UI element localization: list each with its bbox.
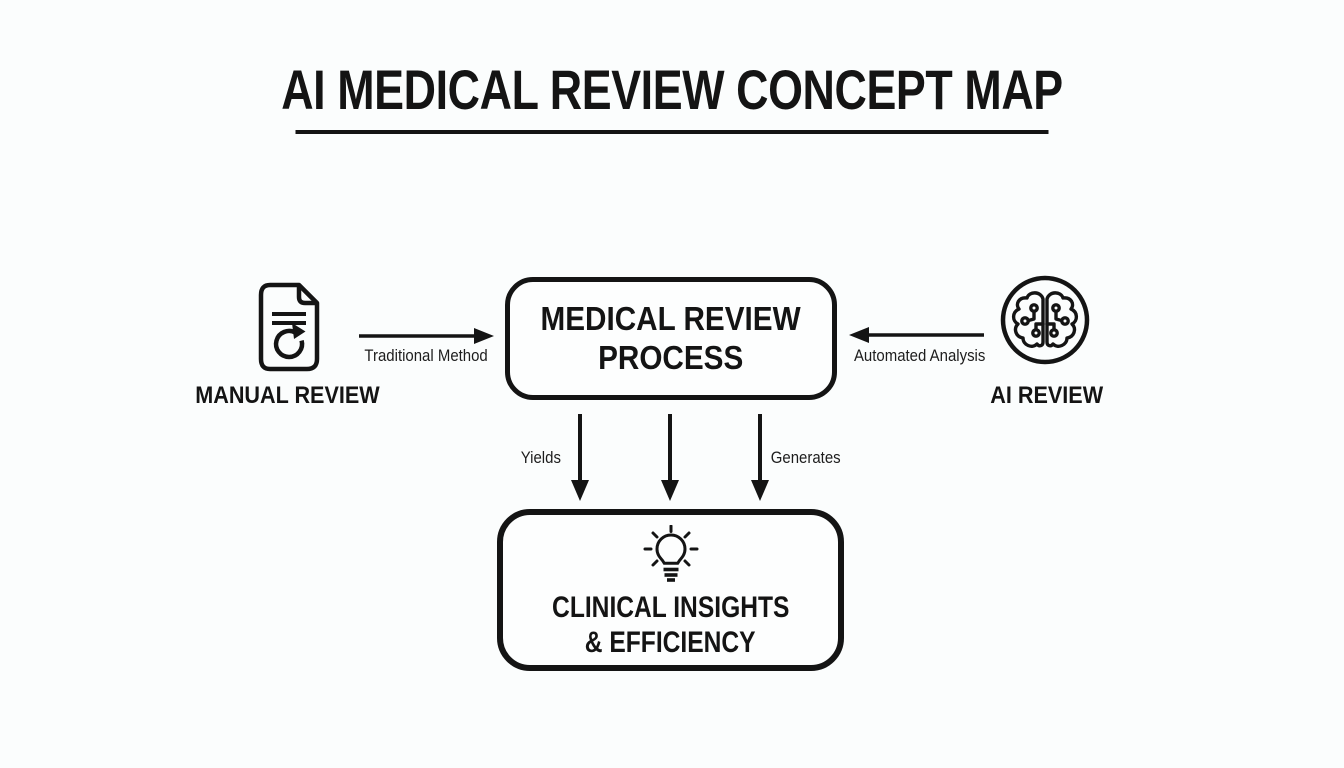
down-arrow-right (751, 414, 769, 501)
page-header: AI MEDICAL REVIEW CONCEPT MAP (0, 62, 1344, 118)
process-label-line2: PROCESS (598, 338, 744, 376)
generates-label: Generates (771, 448, 841, 467)
down-arrow-left (571, 414, 589, 501)
automated-analysis-arrow (849, 327, 984, 343)
automated-analysis-label: Automated Analysis (854, 346, 986, 365)
page-title: AI MEDICAL REVIEW CONCEPT MAP (281, 58, 1063, 121)
process-label-line1: MEDICAL REVIEW (540, 299, 802, 337)
insights-label-line2: & EFFICIENCY (585, 625, 756, 659)
manual-review-node (256, 281, 322, 373)
ai-review-label: AI REVIEW (990, 382, 1104, 409)
document-refresh-icon (258, 282, 320, 372)
traditional-method-label: Traditional Method (364, 346, 488, 365)
down-arrow-middle (661, 414, 679, 501)
title-underline (295, 130, 1049, 134)
insights-label-line1: CLINICAL INSIGHTS (551, 591, 790, 624)
clinical-insights-node: CLINICAL INSIGHTS & EFFICIENCY (497, 509, 844, 671)
ai-review-node (999, 274, 1091, 366)
traditional-method-arrow (359, 328, 494, 344)
yields-label: Yields (520, 448, 562, 467)
medical-review-process-node: MEDICAL REVIEW PROCESS (505, 277, 837, 400)
ai-brain-icon (1000, 275, 1090, 365)
manual-review-label: MANUAL REVIEW (195, 382, 380, 409)
lightbulb-icon (643, 525, 698, 582)
